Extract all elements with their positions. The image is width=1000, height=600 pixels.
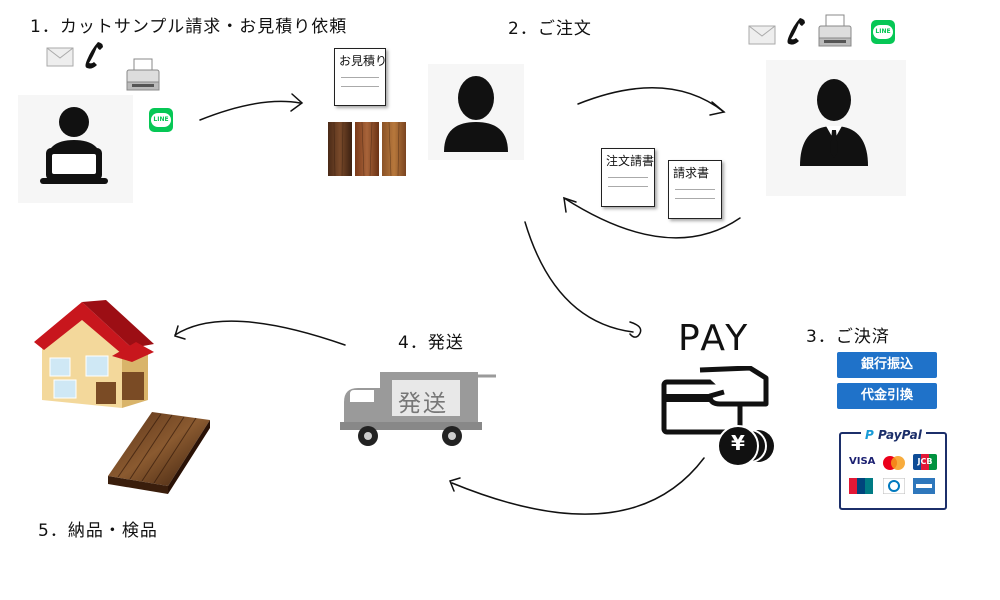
mail-icon bbox=[46, 47, 74, 67]
estimate-document-title: お見積り bbox=[339, 54, 388, 68]
mail-icon bbox=[748, 25, 776, 45]
lumber-stack-icon bbox=[108, 412, 210, 494]
line-icon: LINE bbox=[871, 20, 895, 44]
invoice-document: 請求書 bbox=[668, 160, 722, 219]
unionpay-icon bbox=[849, 478, 873, 494]
arrowhead-documents-back bbox=[563, 196, 577, 213]
phone-icon bbox=[787, 18, 805, 45]
phone-icon bbox=[85, 42, 103, 69]
house-icon bbox=[34, 300, 154, 408]
truck-sign: 発送 bbox=[398, 391, 448, 417]
arrow-request-to-shop bbox=[199, 100, 301, 121]
pay-hand-coin-icon bbox=[661, 366, 774, 467]
jcb-card: JCB bbox=[913, 454, 937, 470]
arrowhead-pay-to-shipping bbox=[448, 477, 461, 492]
businessman-icon bbox=[800, 79, 868, 166]
amex-icon bbox=[913, 478, 935, 494]
arrowhead-request-to-shop bbox=[290, 93, 304, 112]
step5-label: 5．納品・検品 bbox=[38, 521, 158, 541]
shop-person-icon bbox=[444, 76, 508, 152]
paypal-label: PayPal bbox=[877, 428, 922, 442]
delivery-truck-icon bbox=[340, 372, 496, 446]
fax-icon bbox=[818, 14, 852, 47]
arrowhead-shop-to-pay bbox=[629, 321, 642, 338]
yen-symbol: ¥ bbox=[731, 431, 745, 455]
cash-on-delivery-button[interactable]: 代金引換 bbox=[837, 383, 937, 409]
wood-samples bbox=[328, 122, 406, 176]
arrowhead-shop-to-customer bbox=[709, 101, 726, 116]
diners-club-icon bbox=[883, 478, 905, 494]
line-icon-label: LINE bbox=[873, 25, 893, 39]
step1-label: 1．カットサンプル請求・お見積り依頼 bbox=[30, 17, 348, 37]
arrow-shop-to-customer bbox=[577, 87, 725, 113]
arrow-shipping-to-delivery bbox=[174, 320, 346, 346]
bank-transfer-button[interactable]: 銀行振込 bbox=[837, 352, 937, 378]
order-form-document: 注文請書 bbox=[601, 148, 655, 207]
arrow-shop-to-pay bbox=[524, 221, 634, 333]
pay-label: PAY bbox=[678, 318, 751, 359]
fax-icon bbox=[126, 58, 160, 91]
estimate-document: お見積り bbox=[334, 48, 388, 106]
order-form-title: 注文請書 bbox=[606, 154, 655, 168]
step4-label: 4．発送 bbox=[398, 333, 464, 353]
paypal-p-icon: P bbox=[865, 428, 878, 442]
line-icon: LINE bbox=[149, 108, 173, 132]
step3-label: 3．ご決済 bbox=[806, 327, 890, 347]
visa-card: VISA bbox=[849, 456, 876, 467]
paypal-panel[interactable]: P PayPal VISA JCB bbox=[839, 428, 947, 510]
arrowhead-shipping-to-delivery bbox=[174, 325, 186, 340]
paypal-logo: P PayPal bbox=[861, 428, 926, 442]
step2-label: 2．ご注文 bbox=[508, 19, 592, 39]
invoice-title: 請求書 bbox=[673, 166, 710, 180]
customer-laptop-icon bbox=[40, 107, 108, 184]
mastercard-icon bbox=[883, 456, 905, 470]
line-icon-label: LINE bbox=[151, 113, 171, 127]
